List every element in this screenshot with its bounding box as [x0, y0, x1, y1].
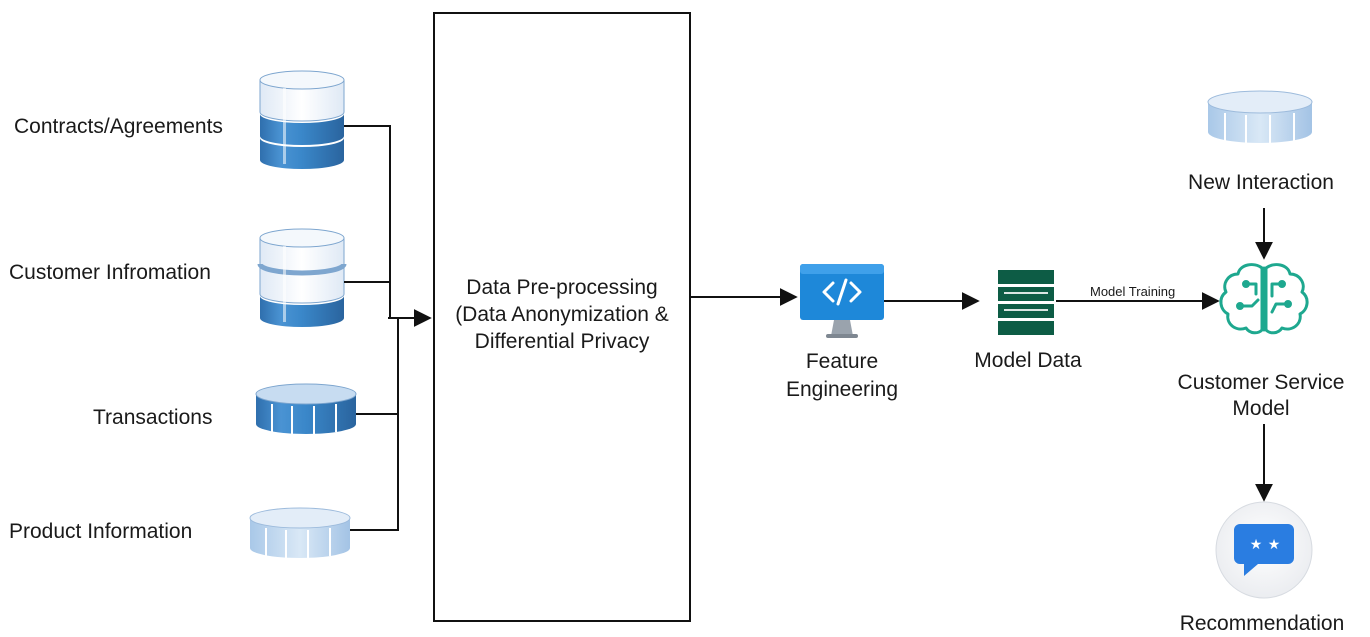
database-disk-icon	[255, 383, 357, 434]
database-stack-icon	[259, 70, 345, 169]
customer-service-model-label: Customer Service Model	[1178, 370, 1345, 422]
preprocessing-line-2: (Data Anonymization &	[455, 303, 669, 326]
ai-brain-icon	[1219, 263, 1309, 335]
svg-text:★: ★	[1268, 537, 1281, 553]
preprocessing-line-3: Differential Privacy	[474, 330, 650, 353]
source-label-product: Product Information	[9, 520, 193, 543]
recommendation-label: Recommendation	[1179, 612, 1345, 635]
preprocessing-line-1: Data Pre-processing	[466, 276, 658, 299]
database-disk-icon	[249, 507, 351, 558]
model-data-label: Model Data	[974, 349, 1082, 372]
feature-label-line-2: Engineering	[785, 378, 899, 401]
svg-text:★: ★	[1250, 537, 1263, 553]
source-label-transactions: Transactions	[93, 406, 213, 429]
model-training-edge-label: Model Training	[1090, 284, 1176, 299]
database-disk-icon	[1207, 90, 1313, 143]
chat-stars-icon: ★ ★	[1215, 501, 1313, 599]
service-model-line-1: Customer Service	[1177, 371, 1345, 394]
code-monitor-icon	[800, 264, 884, 338]
service-model-line-2: Model	[1232, 397, 1290, 420]
server-stack-icon	[998, 270, 1054, 335]
source-connectors	[344, 125, 432, 531]
source-label-customer: Customer Infromation	[9, 261, 211, 284]
database-stack-icon	[257, 228, 347, 327]
preprocessing-label: Data Pre-processing (Data Anonymization …	[434, 274, 690, 355]
new-interaction-label: New Interaction	[1188, 171, 1334, 194]
source-label-contracts: Contracts/Agreements	[14, 115, 223, 138]
preprocessing-box	[433, 12, 691, 622]
feature-engineering-label: Feature Engineering	[786, 348, 898, 404]
feature-label-line-1: Feature	[805, 350, 879, 373]
